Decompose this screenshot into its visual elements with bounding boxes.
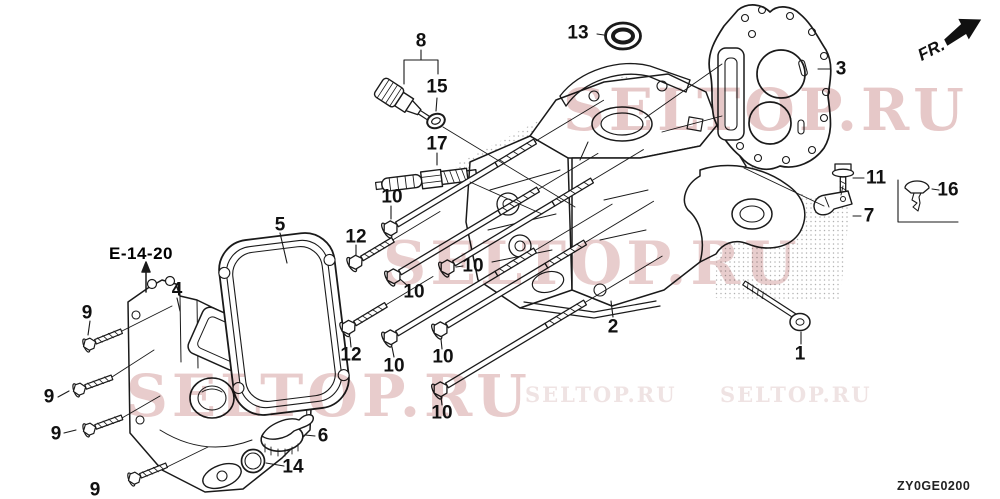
- watermark-text: SELTOP.RU: [525, 382, 677, 407]
- callout-9: 9: [81, 302, 93, 324]
- callout-4: 4: [171, 279, 183, 301]
- stud-bolt: [742, 280, 811, 332]
- callout-10: 10: [403, 281, 425, 303]
- watermark-text: SELTOP.RU: [720, 382, 872, 407]
- callout-16: 16: [937, 179, 959, 201]
- watermark-text: SELTOP.RU: [126, 362, 531, 430]
- watermark-text: SELTOP.RU: [563, 76, 968, 144]
- head-cover-gasket: [218, 232, 350, 416]
- callout-5: 5: [274, 214, 286, 236]
- callout-14: 14: [282, 456, 304, 478]
- callout-10: 10: [462, 255, 484, 277]
- fr-arrow-icon: [944, 18, 982, 46]
- callout-10: 10: [383, 355, 405, 377]
- callout-12: 12: [340, 344, 362, 366]
- callout-15: 15: [426, 76, 448, 98]
- callout-11: 11: [865, 167, 887, 189]
- cylinder-head-bolts: [380, 99, 663, 400]
- reference-arrow: [141, 261, 151, 293]
- callout-10: 10: [432, 346, 454, 368]
- callout-12: 12: [345, 226, 367, 248]
- callout-2: 2: [607, 316, 619, 338]
- bracket-bolt: [831, 163, 855, 204]
- oil-filler-cap: [260, 414, 314, 457]
- diagram-code: ZY0GE0200: [897, 479, 971, 493]
- callout-10: 10: [431, 402, 453, 424]
- callout-6: 6: [317, 425, 329, 447]
- thermo-sensor: [373, 77, 432, 122]
- cover-flange-bolts: [72, 328, 169, 487]
- callout-9: 9: [43, 386, 55, 408]
- callout-13: 13: [567, 22, 589, 44]
- cylinder-head-gasket: [708, 4, 832, 171]
- callout-1: 1: [794, 343, 806, 365]
- watermark-text: SELTOP.RU: [383, 229, 801, 299]
- pipe-stay-bracket: [813, 190, 853, 216]
- water-seal-grommet: [604, 21, 642, 51]
- o-ring: [240, 448, 266, 474]
- push-clip: [897, 179, 959, 223]
- callout-9: 9: [89, 479, 101, 499]
- callout-7: 7: [863, 205, 875, 227]
- callout-8: 8: [415, 30, 427, 52]
- sensor-washer: [426, 112, 446, 130]
- fr-label: FR.: [915, 35, 948, 64]
- spark-plug: [374, 167, 478, 192]
- callout-17: 17: [426, 133, 448, 155]
- callout-9: 9: [50, 423, 62, 445]
- callout-3: 3: [835, 58, 847, 80]
- short-flange-bolts: [339, 211, 441, 338]
- callout-10: 10: [381, 186, 403, 208]
- leader-lines: [57, 33, 940, 468]
- fr-direction-indicator: FR.: [915, 18, 982, 65]
- watermark-layer: SELTOP.RU SELTOP.RU SELTOP.RU SELTOP.RU …: [126, 76, 968, 430]
- reference-label: E-14-20: [109, 244, 173, 263]
